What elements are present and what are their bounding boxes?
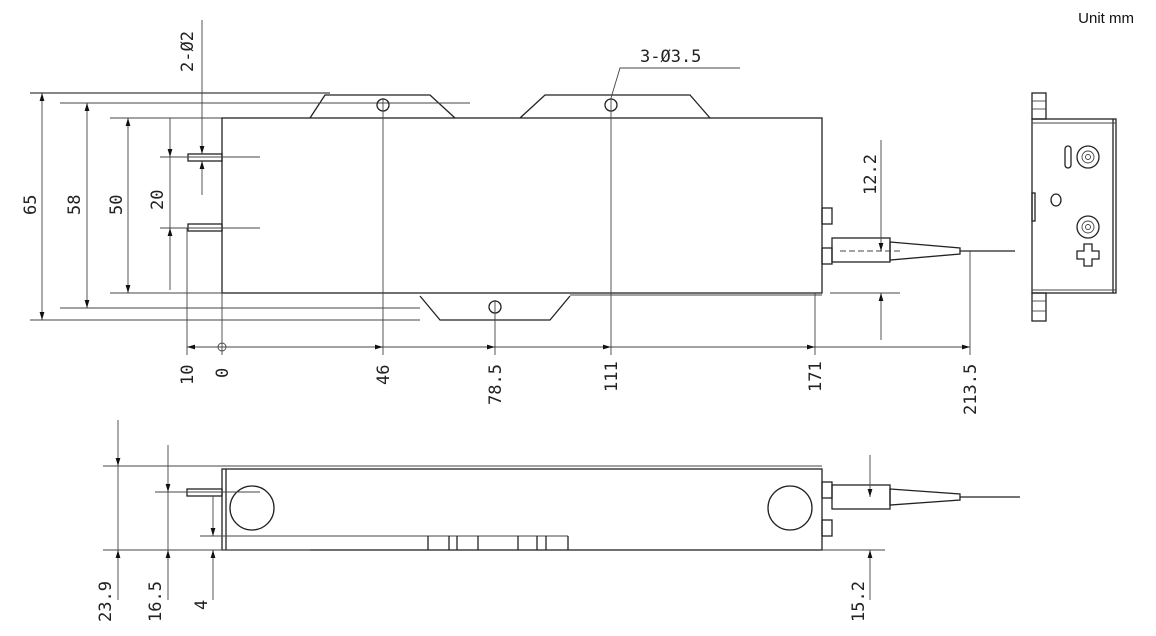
top-view	[30, 20, 1015, 355]
dim-x-78-5: 78.5	[486, 364, 506, 405]
dim-x-46: 46	[374, 365, 394, 385]
unit-label: Unit mm	[1078, 10, 1134, 27]
fiber-boot	[889, 241, 961, 261]
dim-x-0: 0	[213, 368, 233, 378]
connector-nut	[821, 247, 833, 265]
module-body	[221, 117, 823, 294]
dim-x-111: 111	[602, 361, 622, 392]
dim-x-171: 171	[806, 361, 826, 392]
dim-23-9: 23.9	[96, 581, 116, 622]
callout-3-phi3-5: 3-Ø3.5	[640, 47, 701, 67]
flange-outline	[30, 92, 711, 119]
dim-4: 4	[192, 600, 212, 610]
end-view	[1031, 92, 1117, 322]
dim-58: 58	[65, 195, 85, 215]
dim-20: 20	[148, 190, 168, 210]
dim-50: 50	[107, 195, 127, 215]
dim-65: 65	[21, 195, 41, 215]
dim-15-2: 15.2	[849, 581, 869, 622]
module-body-side	[221, 468, 823, 551]
dim-12-2: 12.2	[861, 154, 881, 195]
callout-2-phi2: 2-Ø2	[178, 31, 198, 72]
connector-nut	[821, 207, 833, 225]
dim-x-10: 10	[178, 365, 198, 385]
dim-x-213-5: 213.5	[961, 364, 981, 415]
dim-16-5: 16.5	[146, 581, 166, 622]
side-view	[103, 420, 1020, 600]
plus-icon	[1076, 243, 1100, 267]
